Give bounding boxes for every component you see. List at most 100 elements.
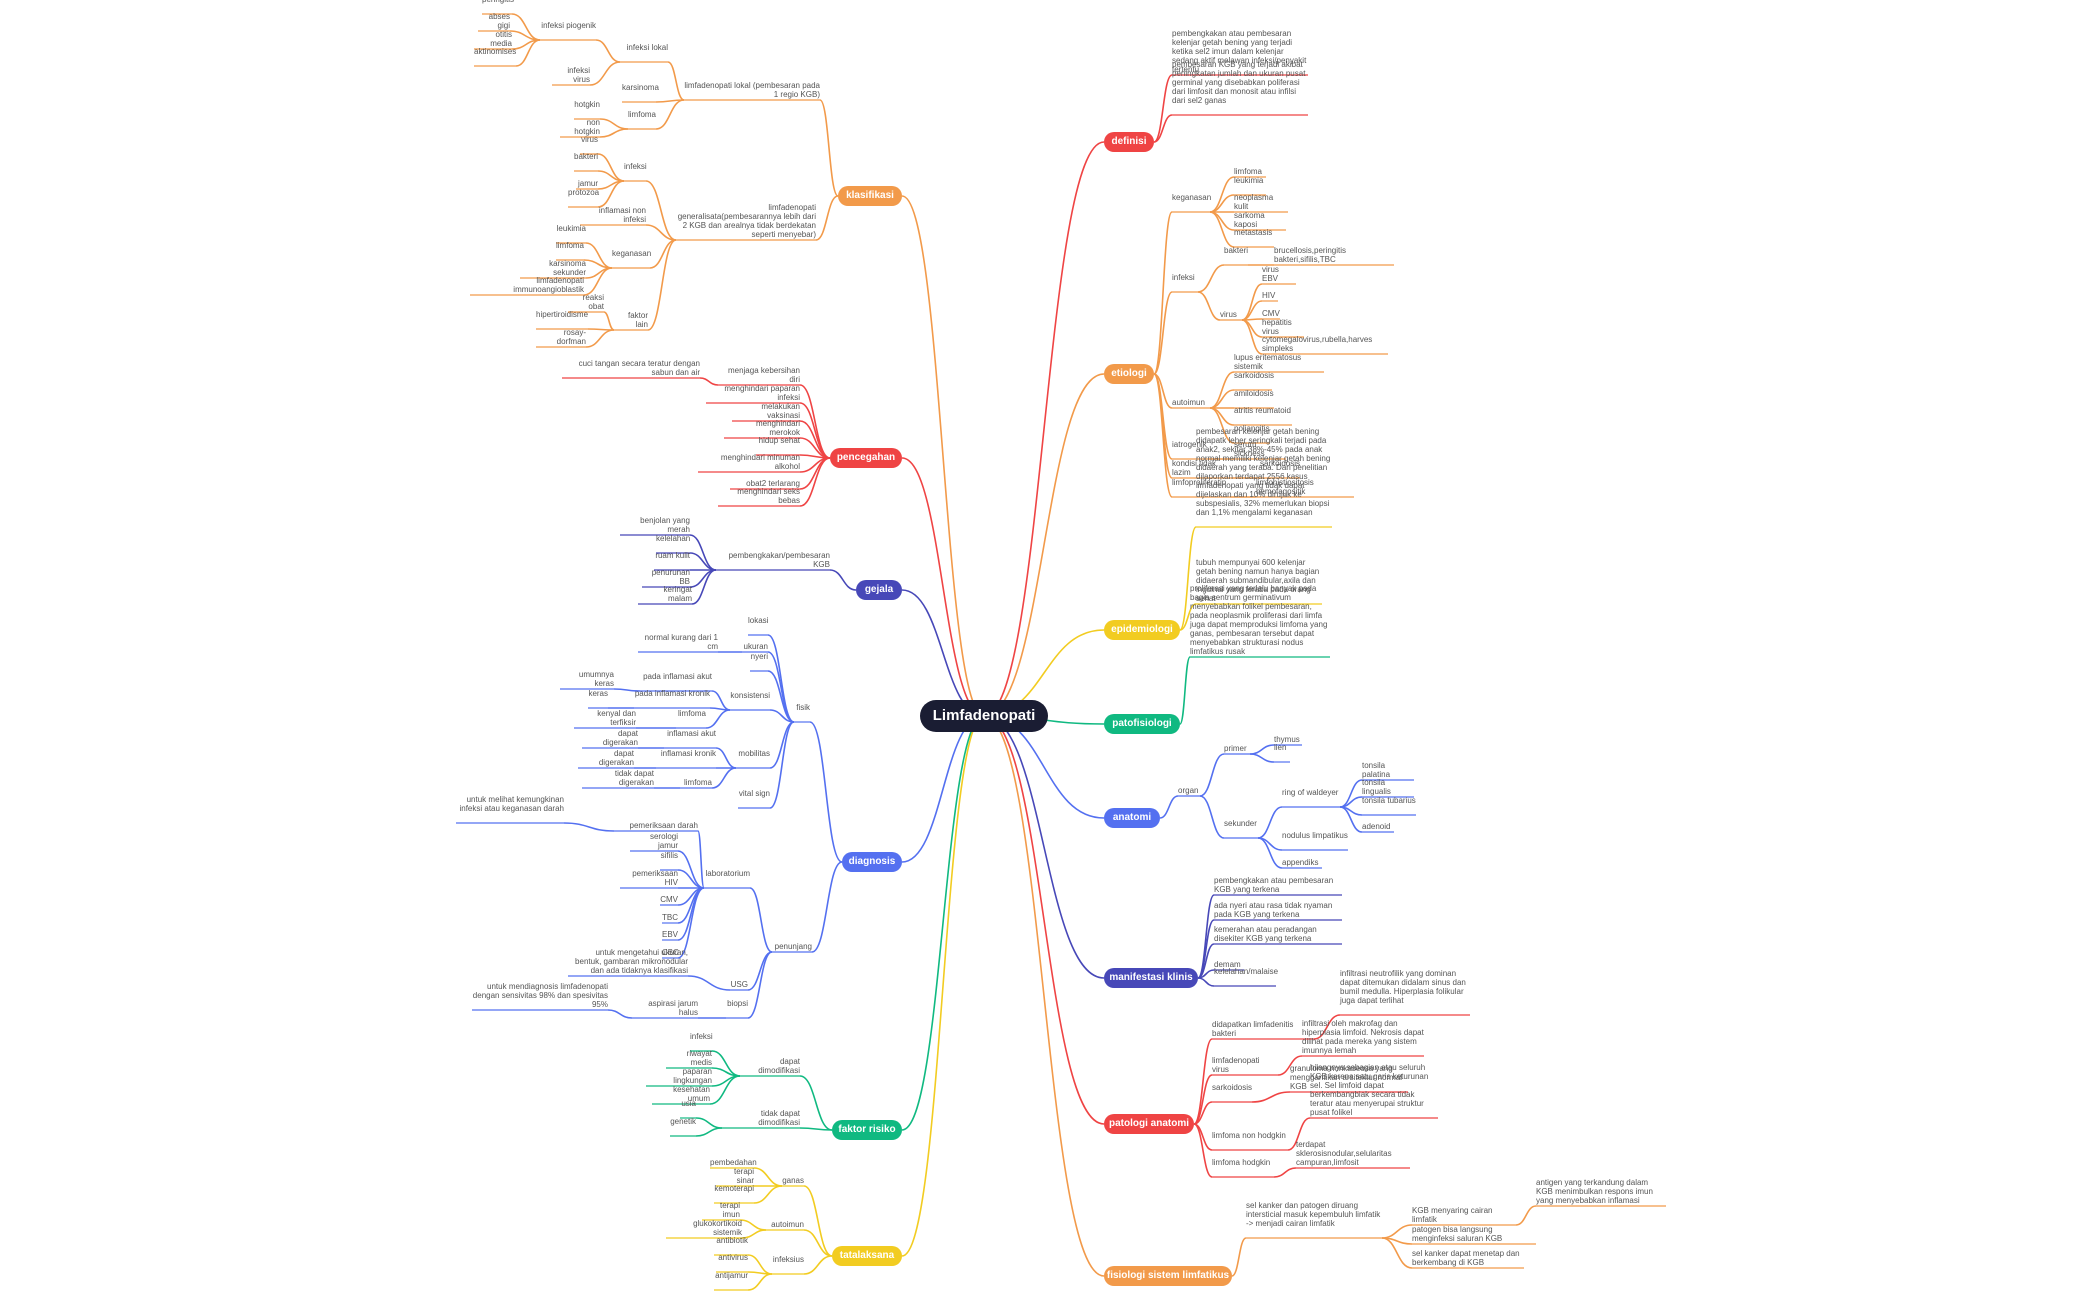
topic-diagnosis-0-4-2-0[interactable]: tidak dapat digerakan [614,769,654,787]
topic-diagnosis-0-1[interactable]: ukuran [743,642,768,651]
topic-tatalaksana-0-2[interactable]: kemoterapi [714,1184,754,1193]
topic-etiologi-2-0[interactable]: lupus eritematosus sistemik [1234,353,1302,371]
topic-pencegahan-0[interactable]: menjaga kebersihan diri [727,366,800,384]
topic-tatalaksana-0-0[interactable]: pembedahan [710,1158,757,1167]
topic-klasifikasi-1-3-1[interactable]: hipertiroidisme [536,310,589,319]
topic-klasifikasi-1-2[interactable]: keganasan [612,249,652,258]
topic-patologi-anatomi-0-0[interactable]: infiltrasi neutrofilik yang dominan dapa… [1340,969,1466,1005]
topic-diagnosis-1-2-0-0[interactable]: untuk mendiagnosis limfadenopati dengan … [472,982,608,1009]
topic-klasifikasi-1-1[interactable]: inflamasi non infeksi [598,206,646,224]
branch-klasifikasi[interactable]: klasifikasi [838,186,902,206]
topic-gejala-0[interactable]: pembengkakan/pembesaran KGB [728,551,830,569]
topic-etiologi-0-4[interactable]: metastasis [1234,228,1273,237]
topic-diagnosis-0-5[interactable]: vital sign [738,789,770,798]
topic-etiologi-0[interactable]: keganasan [1172,193,1212,202]
topic-manifestasi-klinis-3[interactable]: demam [1214,960,1241,969]
topic-diagnosis-1-0-1[interactable]: serologi jamur [649,832,678,850]
topic-etiologi-1-1-0[interactable]: virus EBV [1262,265,1279,283]
topic-patofisiologi-0[interactable]: proliferasi yang terlalu banyak pada bag… [1190,584,1328,656]
branch-epidemiologi[interactable]: epidemiologi [1104,620,1180,640]
topic-pencegahan-2[interactable]: melakukan vaksinasi [761,402,800,420]
topic-klasifikasi-1-0-0[interactable]: virus [581,135,598,144]
central-topic[interactable]: Limfadenopati [920,700,1048,732]
topic-klasifikasi-0-0-0[interactable]: infeksi piogenik [541,21,596,30]
topic-patologi-anatomi-3[interactable]: limfoma non hodgkin [1212,1131,1286,1140]
topic-diagnosis-0-3[interactable]: konsistensi [730,691,770,700]
topic-etiologi-0-1[interactable]: leukimia [1234,176,1264,185]
topic-etiologi-0-3[interactable]: sarkoma kaposi [1234,211,1265,229]
topic-etiologi-2-3[interactable]: atritis reumatoid [1234,406,1291,415]
branch-fisiologi[interactable]: fisiologi sistem limfatikus [1104,1266,1232,1286]
topic-diagnosis-0-3-2[interactable]: limfoma [677,709,706,718]
topic-diagnosis-1-0-3[interactable]: pemeriksaan HIV [632,869,678,887]
topic-pencegahan-1[interactable]: menghindari paparan infeksi [724,384,800,402]
topic-anatomi-0-0-0[interactable]: thymus [1274,735,1300,744]
branch-diagnosis[interactable]: diagnosis [842,852,902,872]
topic-etiologi-2-1[interactable]: sarkoidosis [1234,371,1275,380]
topic-gejala-0-0[interactable]: benjolan yang merah [640,516,690,534]
topic-diagnosis-0-3-0[interactable]: pada inflamasi akut [643,672,712,681]
topic-tatalaksana-1[interactable]: autoimun [771,1220,804,1229]
topic-diagnosis-1-2-0[interactable]: aspirasi jarum halus [648,999,698,1017]
topic-fisiologi-0-1[interactable]: patogen bisa langsung menginfeksi salura… [1412,1225,1503,1243]
topic-diagnosis-1-1[interactable]: USG [730,980,748,989]
topic-anatomi-0-0[interactable]: primer [1224,744,1247,753]
topic-patologi-anatomi-1-0[interactable]: infiltrasi oleh makrofag dan hiperplasia… [1302,1019,1424,1055]
topic-pencegahan-0-0[interactable]: cuci tangan secara teratur dengan sabun … [578,359,700,377]
topic-klasifikasi-0-1[interactable]: karsinoma [622,83,659,92]
topic-klasifikasi-1-2-3[interactable]: limfadenopati immunoangioblastik [513,276,584,294]
topic-diagnosis-0[interactable]: fisik [796,703,810,712]
topic-diagnosis-1-0-5[interactable]: TBC [662,913,678,922]
topic-etiologi-5[interactable]: limfoproliferatip [1172,478,1227,487]
topic-manifestasi-klinis-4[interactable]: kelelahan/malaise [1214,967,1279,976]
branch-definisi[interactable]: definisi [1104,132,1154,152]
topic-patologi-anatomi-2-0[interactable]: granuloma nonkaseosa yang menggantikan a… [1290,1064,1403,1091]
topic-pencegahan-3[interactable]: menghindari merokok [755,419,800,437]
topic-tatalaksana-0-1[interactable]: terapi sinar [733,1167,754,1185]
topic-diagnosis-1-0-7[interactable]: CBC [662,948,679,957]
branch-gejala[interactable]: gejala [856,580,902,600]
topic-pencegahan-4[interactable]: hidup sehat [758,436,800,445]
topic-faktor-risiko-1-1[interactable]: genetik [670,1117,696,1126]
branch-faktor-risiko[interactable]: faktor risiko [832,1120,902,1140]
topic-etiologi-1-0-0[interactable]: brucellosis,peringitis bakteri,sifilis,T… [1274,246,1347,264]
topic-fisiologi-0[interactable]: sel kanker dan patogen diruang interstic… [1246,1201,1381,1228]
topic-faktor-risiko-1[interactable]: tidak dapat dimodifikasi [758,1109,800,1127]
topic-klasifikasi-1-3-2[interactable]: rosay-dorfman [556,328,586,346]
topic-anatomi-0-1-0-3[interactable]: adenoid [1362,822,1391,831]
topic-etiologi-0-2[interactable]: neoplasma kulit [1234,193,1274,211]
topic-etiologi-1-0[interactable]: bakteri [1224,246,1249,255]
topic-diagnosis-1-0-4[interactable]: CMV [660,895,678,904]
topic-tatalaksana-2-1[interactable]: antivirus [718,1253,748,1262]
topic-etiologi-1-1[interactable]: virus [1220,310,1237,319]
topic-pencegahan-7[interactable]: menghindari seks bebas [737,487,800,505]
topic-tatalaksana-2-2[interactable]: antijamur [715,1271,748,1280]
branch-anatomi[interactable]: anatomi [1104,808,1160,828]
topic-etiologi-1-1-4[interactable]: cytomegalovirus,rubella,harves simpleks [1262,335,1373,353]
topic-anatomi-0-1-0[interactable]: ring of waldeyer [1282,788,1339,797]
topic-gejala-0-4[interactable]: keringat malam [663,585,692,603]
topic-diagnosis-1-0-2[interactable]: sifilis [660,851,678,860]
topic-tatalaksana-1-0[interactable]: terapi imun [719,1201,740,1219]
topic-diagnosis-1-0[interactable]: laboratorium [705,869,750,878]
topic-klasifikasi-0-0-0-0[interactable]: peringitis [482,0,514,4]
topic-klasifikasi-0-0-1[interactable]: infeksi virus [567,66,590,84]
topic-manifestasi-klinis-2[interactable]: kemerahan atau peradangan disekiter KGB … [1214,925,1317,943]
topic-klasifikasi-1-0-3[interactable]: protozoa [568,188,600,197]
topic-patologi-anatomi-4-0[interactable]: terdapat sklerosisnodular,selularitas ca… [1296,1140,1392,1167]
branch-patologi-anatomi[interactable]: patologi anatomi [1104,1114,1194,1134]
topic-fisiologi-0-0-0[interactable]: antigen yang terkandung dalam KGB menimb… [1536,1178,1653,1205]
topic-etiologi-3-0[interactable]: serum sickness [1234,440,1265,458]
topic-diagnosis-1[interactable]: penunjang [774,942,812,951]
topic-klasifikasi-0-0[interactable]: infeksi lokal [626,43,668,52]
topic-faktor-risiko-0-3[interactable]: kesehatan umum [673,1085,710,1103]
topic-faktor-risiko-0-0[interactable]: infeksi [690,1032,713,1041]
topic-patologi-anatomi-0[interactable]: didapatkan limfadenitis bakteri [1212,1020,1294,1038]
topic-tatalaksana-2[interactable]: infeksius [772,1255,804,1264]
topic-klasifikasi-0-2-0[interactable]: hotgkin [574,100,600,109]
branch-etiologi[interactable]: etiologi [1104,364,1154,384]
topic-klasifikasi-1-3-0[interactable]: reaksi obat [582,293,604,311]
topic-etiologi-0-0[interactable]: limfoma [1234,167,1263,176]
topic-klasifikasi-1[interactable]: limfadenopati generalisata(pembesarannya… [677,203,816,239]
topic-faktor-risiko-1-0[interactable]: usia [681,1099,696,1108]
